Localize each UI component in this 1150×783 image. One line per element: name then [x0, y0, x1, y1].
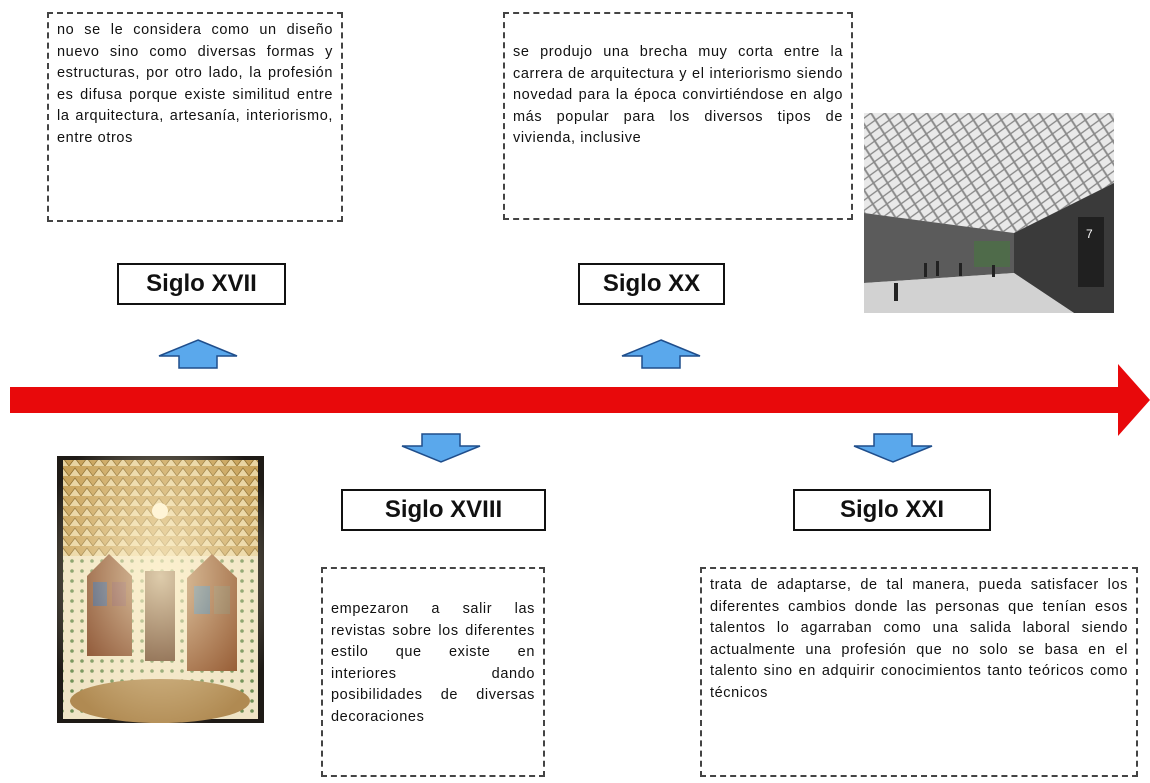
event-text: se produjo una brecha muy corta entre la…: [513, 44, 843, 146]
event-label-text: Siglo XXI: [839, 496, 944, 523]
up-arrow-icon: [621, 339, 701, 369]
timeline-arrow: [10, 364, 1150, 436]
event-text-siglo-xx: se produjo una brecha muy corta entre la…: [503, 12, 853, 220]
event-label-text: Siglo XVII: [146, 270, 257, 297]
event-text: no se le considera como un diseño nuevo …: [57, 22, 333, 146]
event-text-siglo-xxi: trata de adaptarse, de tal manera, pueda…: [700, 567, 1138, 777]
up-arrow-icon: [158, 339, 238, 369]
event-label-text: Siglo XX: [602, 270, 701, 297]
event-label-siglo-xvii: Siglo XVII: [117, 263, 286, 305]
event-text: trata de adaptarse, de tal manera, pueda…: [710, 577, 1128, 701]
event-label-siglo-xviii: Siglo XVIII: [341, 489, 546, 531]
event-text-siglo-xviii: empezaron a salir las revistas sobre los…: [321, 567, 545, 777]
event-label-siglo-xx: Siglo XX: [578, 263, 725, 305]
down-arrow-icon: [401, 433, 481, 463]
event-text-siglo-xvii: no se le considera como un diseño nuevo …: [47, 12, 343, 222]
event-label-text: Siglo XVIII: [384, 496, 503, 523]
event-text: empezaron a salir las revistas sobre los…: [331, 601, 535, 725]
svg-text:7: 7: [1086, 227, 1093, 241]
down-arrow-icon: [853, 433, 933, 463]
event-label-siglo-xxi: Siglo XXI: [793, 489, 991, 531]
ornate-interior-photo: [57, 456, 264, 723]
modern-hall-photo: 7: [864, 113, 1114, 313]
